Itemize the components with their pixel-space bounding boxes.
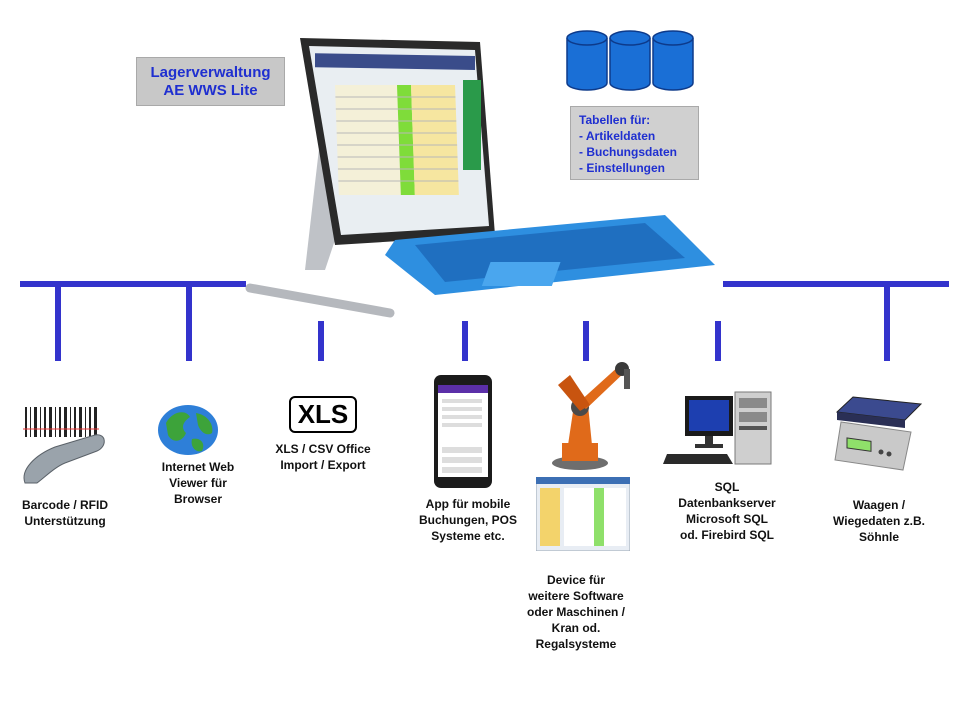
database-icon: [566, 30, 694, 91]
tables-item: - Buchungsdaten: [579, 145, 677, 159]
device-label: Device für weitere Software oder Maschin…: [526, 573, 626, 651]
robot-arm-icon: [552, 362, 630, 470]
barcode-scanner-icon: [23, 407, 105, 484]
software-screenshot-icon: [536, 477, 630, 551]
tables-item: - Artikeldaten: [579, 129, 656, 143]
tablet-icon: [245, 38, 715, 318]
xls-icon: XLS: [289, 396, 357, 433]
app-label: App für mobile Buchungen, POS Systeme et…: [418, 497, 517, 543]
sql-label: SQL Datenbankserver Microsoft SQL od. Fi…: [678, 480, 776, 542]
title-box: Lagerverwaltung AE WWS Lite: [136, 57, 285, 106]
tables-heading: Tabellen für:: [579, 113, 651, 127]
scale-icon: [834, 396, 923, 471]
tables-box: Tabellen für: - Artikeldaten - Buchungsd…: [570, 106, 699, 180]
xls-label: XLS / CSV Office Import / Export: [275, 442, 371, 472]
title-line-2: AE WWS Lite: [163, 81, 258, 99]
title-line-1: Lagerverwaltung: [150, 63, 271, 81]
scale-label: Waagen / Wiegedaten z.B. Söhnle: [833, 498, 925, 544]
globe-icon: [158, 405, 218, 455]
server-icon: [663, 391, 772, 465]
web-label: Internet Web Viewer für Browser: [161, 460, 235, 506]
tables-item: - Einstellungen: [579, 161, 666, 175]
barcode-label: Barcode / RFID Unterstützung: [21, 498, 108, 528]
smartphone-icon: [434, 375, 492, 488]
